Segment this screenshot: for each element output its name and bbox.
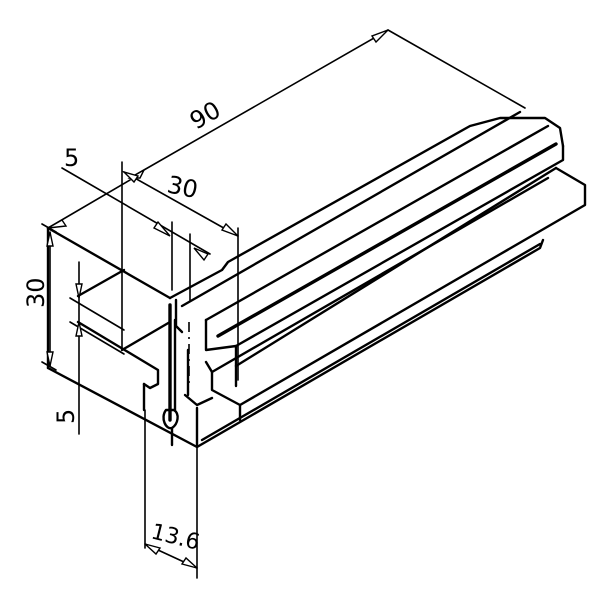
length-label: 90 xyxy=(185,96,225,136)
side-offset-label: 5 xyxy=(52,409,80,424)
top-offset-label: 5 xyxy=(64,144,79,172)
front-slot-bottom xyxy=(183,393,214,407)
dimension-height: 30 xyxy=(22,223,57,371)
width-dim-line xyxy=(123,171,239,237)
height-label: 30 xyxy=(22,277,50,308)
lower-rail-top xyxy=(238,166,587,407)
top-edge-3 xyxy=(204,124,550,322)
dimension-top-offset: 5 xyxy=(47,144,211,301)
top-groove-line xyxy=(216,142,558,338)
top-offset-arrow-2 xyxy=(193,247,210,262)
front-face-upper-left xyxy=(46,226,172,300)
lower-rail-mid xyxy=(210,176,550,374)
dimension-length: 90 xyxy=(127,29,526,179)
top-offset-arrow-3 xyxy=(47,219,68,229)
width-label: 30 xyxy=(165,170,201,204)
side-offset-arrow-2 xyxy=(75,321,83,337)
dimension-width: 30 xyxy=(121,161,239,381)
height-arrow-top xyxy=(46,231,54,247)
front-step-top xyxy=(120,320,172,352)
width-arrow-left xyxy=(121,170,140,184)
front-slot-inner-2 xyxy=(174,298,184,334)
side-offset-arrow-1 xyxy=(75,283,83,299)
upper-block-right-face xyxy=(234,144,565,348)
top-offset-arrow-1 xyxy=(152,220,171,237)
side-offset-ext-1 xyxy=(69,297,125,331)
length-dim-line xyxy=(129,29,389,179)
lower-rail-front xyxy=(204,360,242,422)
height-ext-top xyxy=(41,223,57,233)
slot-opening-arrow-left xyxy=(144,543,162,556)
profile-body xyxy=(46,110,587,449)
front-step-line xyxy=(76,268,126,298)
top-edge-2 xyxy=(180,110,522,308)
height-ext-bottom xyxy=(41,361,57,371)
underside-edge-2 xyxy=(200,242,542,442)
slot-opening-arrow-right xyxy=(180,556,198,569)
length-ext-line-right xyxy=(387,29,526,109)
height-arrow-bottom xyxy=(46,351,54,367)
top-offset-dim-line xyxy=(61,167,211,255)
length-arrow-right xyxy=(370,29,389,44)
width-arrow-right xyxy=(220,222,239,237)
dimension-side-offset: 5 xyxy=(52,261,125,435)
top-edge-1 xyxy=(168,116,565,300)
front-face-lower-band xyxy=(76,320,160,390)
underside-edge xyxy=(195,238,545,449)
